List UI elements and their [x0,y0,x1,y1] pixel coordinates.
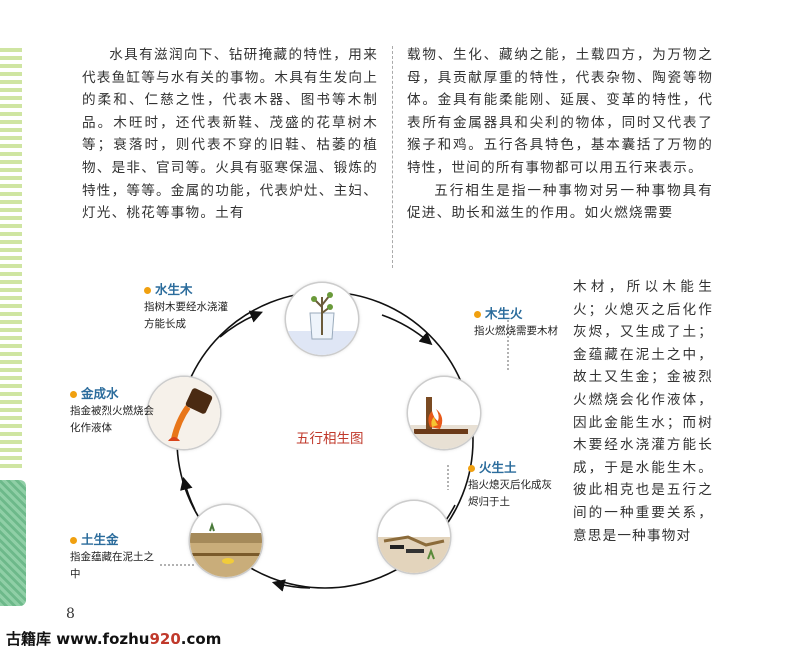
arrow [271,579,311,592]
page-number: 8 [66,606,75,622]
burning-wood-icon [408,397,480,449]
arrow [180,476,196,511]
desc-fire-earth: 指火熄灭后化成灰烬归于土 [468,479,552,508]
paragraph: 木材，所以木能生火；火熄灭之后化作灰烬，又生成了土；金蕴藏在泥土之中，故土又生金… [573,279,713,544]
desc-metal-water: 指金被烈火燃烧会化作液体 [70,405,154,434]
arrow [381,314,433,346]
footer-watermark[interactable]: 古籍库 www.fozhu920.com [6,628,221,649]
paragraph: 水具有滋润向下、钻研掩藏的特性，用来代表鱼缸等与水有关的事物。木具有生发向上的柔… [82,47,378,222]
node-fire-earth [378,501,450,573]
decorative-stripe-top [0,48,22,468]
bullet-dot [144,287,151,294]
node-metal-water [148,377,220,449]
paragraph: 五行相生是指一种事物对另一种事物具有促进、助长和滋生的作用。如火燃烧需要 [407,182,713,222]
label-water-wood: 水生木 [144,279,193,298]
bullet-dot [70,391,77,398]
label-metal-water: 金成水 [70,383,119,402]
label-wood-fire: 木生火 [474,303,523,322]
diagram-title: 五行相生图 [296,431,364,447]
label-earth-metal: 土生金 [70,529,119,548]
site-url[interactable]: www.fozhu920.com [56,630,222,648]
node-water-wood [286,283,358,355]
label-fire-earth: 火生土 [468,457,517,476]
text-column-narrow: 木材，所以木能生火；火熄灭之后化作灰烬，又生成了土；金蕴藏在泥土之中，故土又生金… [573,276,713,547]
desc-water-wood: 指树木要经水浇灌方能长成 [144,301,228,330]
column-divider [392,46,393,268]
desc-wood-fire: 指火燃烧需要木材 [474,325,558,337]
ash-to-earth-icon [378,535,450,573]
molten-metal-icon [148,377,220,449]
arrow [219,310,263,338]
sapling-in-water-icon [286,292,358,355]
bullet-dot [70,537,77,544]
metal-in-soil-icon [190,521,262,577]
bullet-dot [468,465,475,472]
bullet-dot [474,311,481,318]
decorative-stripe-bottom [0,480,26,606]
node-earth-metal [190,505,262,577]
five-elements-diagram: 五行相生图 水生木 指树木要经水浇灌方能长成 木生火 指火燃烧需要木材 火生土 … [60,265,570,605]
desc-earth-metal: 指金蕴藏在泥土之中 [70,551,154,580]
text-column-left: 水具有滋润向下、钻研掩藏的特性，用来代表鱼缸等与水有关的事物。木具有生发向上的柔… [82,44,378,225]
site-name: 古籍库 [6,630,52,648]
node-wood-fire [408,377,480,449]
text-column-right: 载物、生化、藏纳之能，土载四方，为万物之母，具贡献厚重的特性，代表杂物、陶瓷等物… [407,44,713,225]
paragraph: 载物、生化、藏纳之能，土载四方，为万物之母，具贡献厚重的特性，代表杂物、陶瓷等物… [407,47,713,176]
